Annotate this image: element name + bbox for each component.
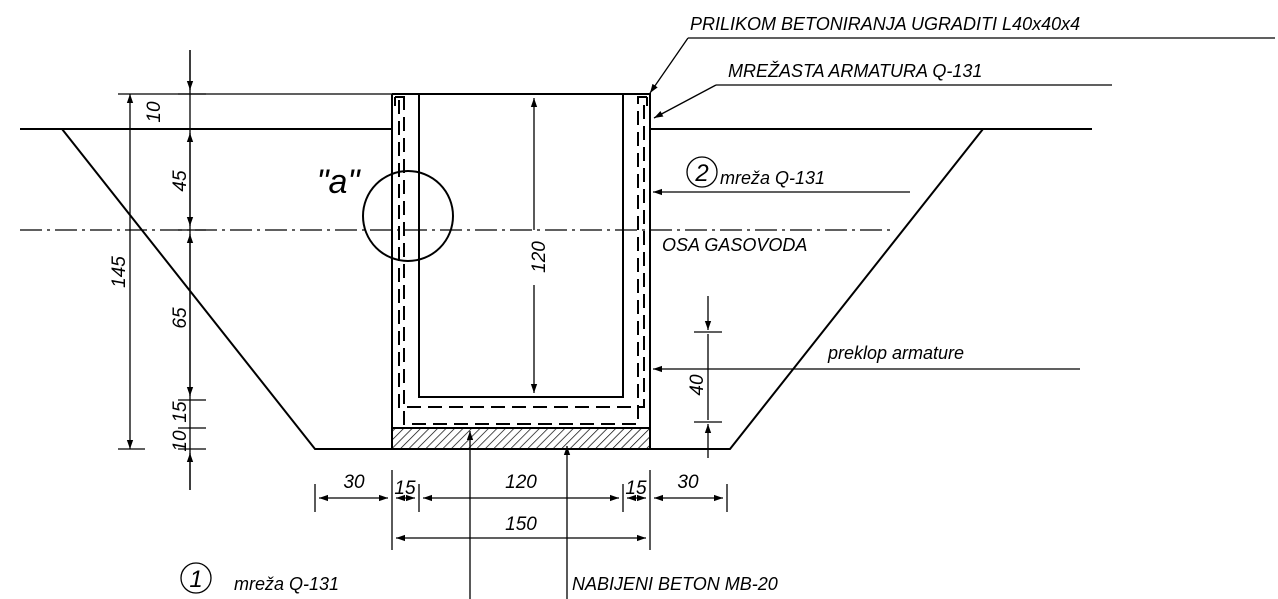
dim-v40: 40: [687, 374, 708, 396]
leader-l40: [649, 37, 1275, 94]
label-pipeline-axis: OSA GASOVODA: [662, 235, 807, 255]
label-l40-angle: PRILIKOM BETONIRANJA UGRADITI L40x40x4: [690, 14, 1080, 34]
label-mesh-2: mreža Q-131: [720, 168, 825, 188]
overall-height-dimension: [118, 93, 395, 450]
rammed-concrete-base: [391, 427, 651, 450]
dim-v10-bottom: 10: [170, 430, 191, 452]
dim-h15-left: 15: [394, 478, 416, 499]
callout-2-number: 2: [694, 160, 708, 187]
bottom-dimension-chain: [314, 470, 728, 550]
callout-1-number: 1: [189, 566, 202, 593]
dim-v10-top: 10: [144, 101, 165, 123]
dim-h15-right: 15: [625, 478, 647, 499]
dim-h120: 120: [505, 472, 537, 493]
leader-mesh: [653, 84, 1112, 119]
trench-outline: [61, 128, 984, 450]
label-mesh-reinforcement: MREŽASTA ARMATURA Q-131: [728, 61, 982, 81]
dim-v45: 45: [170, 170, 191, 192]
callout-2-circle: [686, 156, 718, 188]
dim-v65: 65: [170, 307, 191, 329]
reinforcement-mesh-inner: [398, 100, 645, 408]
left-dimension-chain: [178, 50, 206, 490]
label-detail-a: "a": [316, 163, 361, 201]
dim-h30-left: 30: [343, 472, 365, 493]
dim-v145: 145: [109, 256, 130, 288]
callout-1-circle: [180, 562, 212, 594]
angle-profile-l40: [394, 96, 648, 106]
reinforcement-mesh: [403, 96, 639, 425]
dim-h150: 150: [505, 514, 537, 535]
overlap-dimension: [694, 296, 722, 458]
concrete-channel: [391, 93, 651, 450]
dim-h30-right: 30: [677, 472, 699, 493]
dim-v15: 15: [170, 401, 191, 423]
detail-a-circle: [362, 170, 454, 262]
dim-v120: 120: [529, 241, 550, 273]
label-rammed-concrete: NABIJENI BETON MB-20: [572, 574, 778, 594]
label-mesh-1: mreža Q-131: [234, 574, 339, 594]
label-reinforcement-overlap: preklop armature: [827, 343, 964, 363]
